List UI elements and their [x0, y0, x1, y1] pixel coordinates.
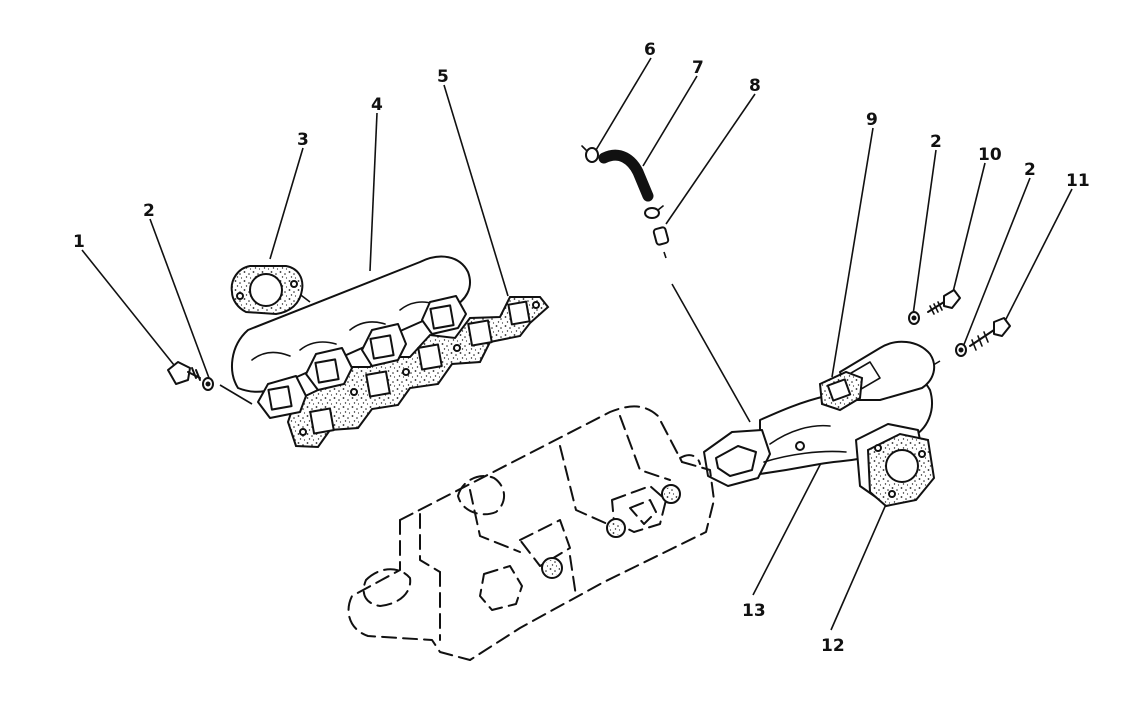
callout-9: 9 [866, 110, 878, 130]
callout-3: 3 [297, 130, 309, 150]
outlet-gasket [855, 423, 936, 508]
callout-13: 13 [742, 601, 766, 621]
fitting-tube [652, 226, 670, 246]
callout-6: 6 [644, 40, 656, 60]
callout-labels: 1 2 3 4 5 6 7 8 9 2 10 2 11 13 12 [73, 40, 1090, 656]
bolt-11 [969, 317, 1011, 351]
bolt-10 [927, 289, 961, 315]
hose-clamp-top [581, 145, 599, 163]
washer-right [955, 343, 967, 357]
callout-2-middle: 2 [930, 132, 942, 152]
flange-gasket [230, 265, 304, 316]
callout-7: 7 [692, 58, 704, 78]
cylinder-head-ports [541, 484, 681, 579]
callout-10: 10 [978, 145, 1002, 165]
cylinder-head-phantom [347, 405, 715, 661]
callout-2-right: 2 [1024, 160, 1036, 180]
elbow-gasket [818, 370, 864, 412]
callout-5: 5 [437, 67, 449, 87]
callout-2-left: 2 [143, 201, 155, 221]
hose-clamp-bottom [644, 205, 664, 219]
callout-11: 11 [1066, 171, 1090, 191]
callout-12: 12 [821, 636, 845, 656]
exhaust-manifold [231, 255, 471, 419]
exhaust-elbow [703, 340, 936, 487]
callout-1: 1 [73, 232, 85, 252]
breather-hose [598, 149, 654, 202]
callout-8: 8 [749, 76, 761, 96]
washer-left [202, 377, 214, 391]
bolt-left [167, 361, 201, 385]
manifold-gasket [286, 296, 550, 449]
callout-4: 4 [371, 95, 383, 115]
leader-lines [81, 57, 1073, 631]
washer-middle [908, 311, 920, 325]
